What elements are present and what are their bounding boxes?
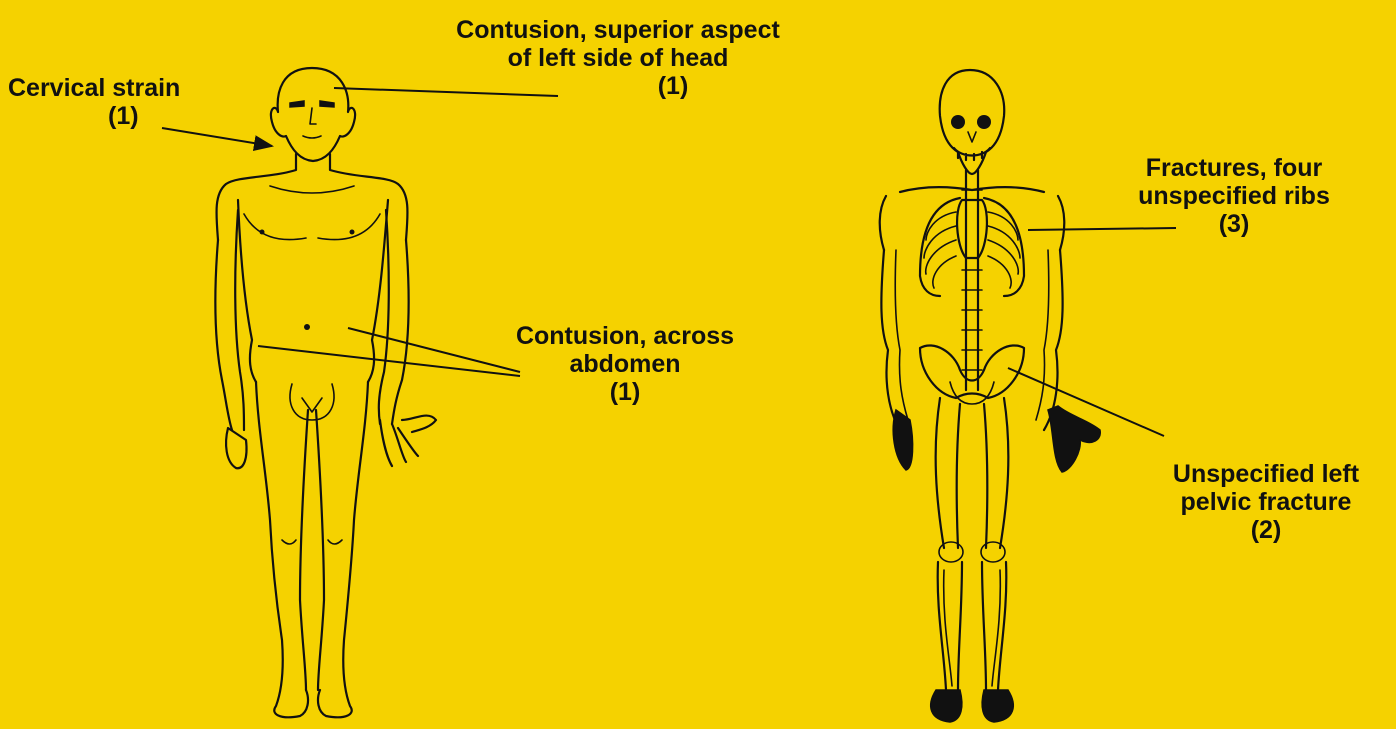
- label-pelvic-fracture: Unspecified left pelvic fracture (2): [1140, 460, 1392, 544]
- label-head-line1: Contusion, superior aspect: [402, 16, 834, 44]
- label-rib-fractures: Fractures, four unspecified ribs (3): [1098, 154, 1370, 238]
- label-pelvis-line3: (2): [1140, 516, 1392, 544]
- label-cervical-line2: (1): [8, 102, 180, 130]
- label-cervical-strain: Cervical strain (1): [8, 74, 180, 130]
- cervical-arrow: [162, 128, 272, 146]
- label-ribs-line2: unspecified ribs: [1098, 182, 1370, 210]
- label-abdomen-line3: (1): [470, 378, 780, 406]
- label-abdomen-line1: Contusion, across: [470, 322, 780, 350]
- body-figure: [215, 68, 436, 717]
- skeleton-figure: [880, 70, 1101, 722]
- label-ribs-line3: (3): [1098, 210, 1370, 238]
- label-abdomen-contusion: Contusion, across abdomen (1): [470, 322, 780, 406]
- label-pelvis-line2: pelvic fracture: [1140, 488, 1392, 516]
- label-pelvis-line1: Unspecified left: [1140, 460, 1392, 488]
- label-abdomen-line2: abdomen: [470, 350, 780, 378]
- label-ribs-line1: Fractures, four: [1098, 154, 1370, 182]
- label-cervical-line1: Cervical strain: [8, 74, 180, 102]
- label-head-line2: of left side of head: [402, 44, 834, 72]
- label-head-contusion: Contusion, superior aspect of left side …: [402, 16, 834, 100]
- label-head-line3: (1): [402, 72, 834, 100]
